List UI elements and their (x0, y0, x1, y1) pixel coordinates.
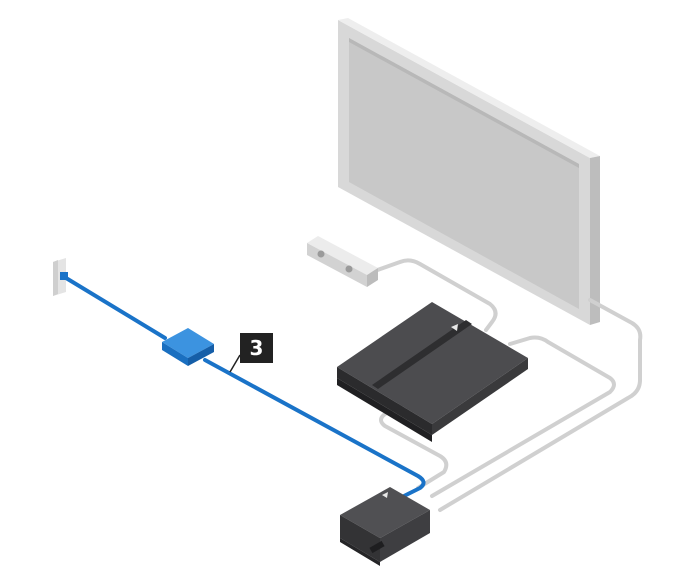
ps-logo-icon (451, 324, 458, 331)
power-plug-icon (60, 272, 68, 280)
camera (307, 236, 378, 287)
tv-screen (349, 38, 579, 309)
camera-lens-left (317, 250, 325, 258)
processor-port (369, 540, 385, 554)
tv-hdmi-cable (438, 298, 643, 512)
power-cable (64, 276, 426, 500)
processor-unit (340, 487, 430, 566)
ps4-console (337, 302, 528, 442)
label-leader-line (229, 354, 241, 373)
television (338, 18, 600, 325)
console-usb-cable (379, 402, 449, 490)
step-number-label: 3 (240, 333, 273, 363)
camera-cable (370, 258, 498, 332)
camera-lens-right (345, 265, 353, 273)
processor-logo-icon (382, 492, 388, 498)
grey-cables (370, 258, 643, 512)
wall-outlet (53, 258, 68, 296)
console-hdmi-cable (430, 335, 616, 498)
ac-adapter (162, 328, 214, 366)
